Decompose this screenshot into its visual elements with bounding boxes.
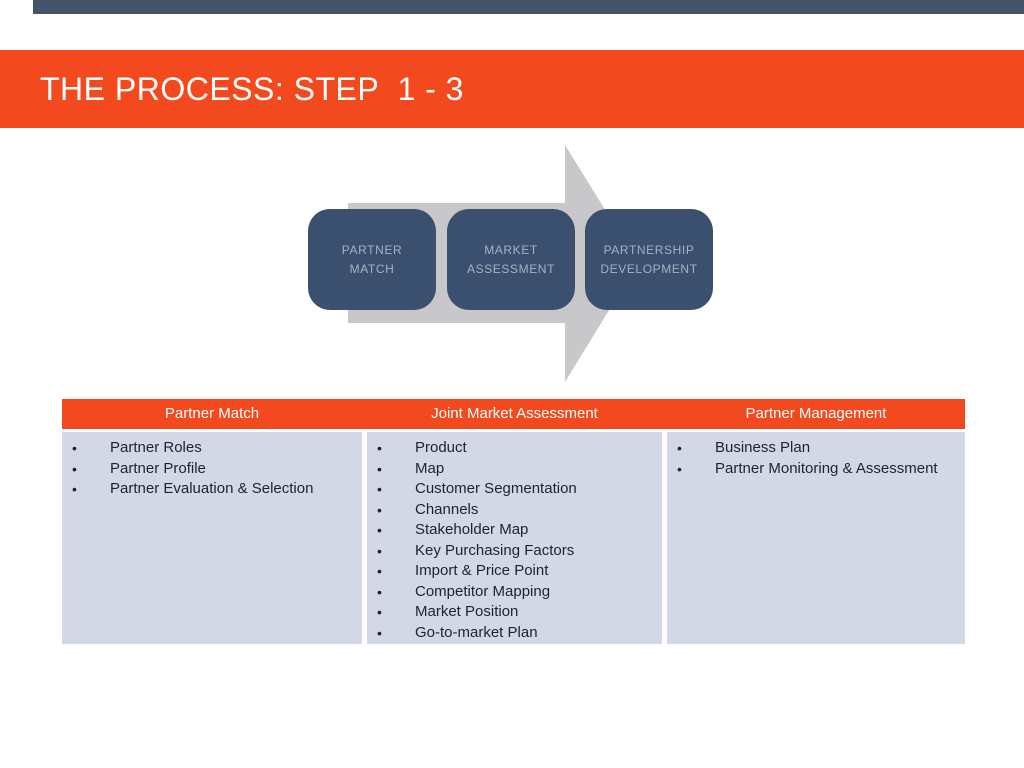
process-step-label: MARKET ASSESSMENT [466, 242, 556, 276]
list-item-text: Stakeholder Map [415, 521, 529, 538]
table-column-partner-management: • Business Plan • Partner Monitoring & A… [667, 432, 965, 644]
list-item-text: Channels [415, 500, 479, 518]
bullet-icon: • [377, 522, 382, 538]
list-item: • Competitor Mapping [367, 582, 662, 603]
bullet-icon: • [72, 440, 77, 456]
table-header-cell-joint-market-assessment: Joint Market Assessment [431, 405, 598, 422]
list-item-text: Map [415, 459, 445, 477]
list-item-text: Import & Price Point [415, 562, 549, 579]
list-item-text: Product [415, 439, 467, 456]
process-step-label: PARTNER MATCH [341, 242, 403, 276]
table-header-cell-partner-management: Partner Management [745, 405, 887, 422]
bullet-icon: • [377, 542, 382, 559]
list-item-text: Partner Evaluation & Selection [110, 480, 314, 497]
list-item-text: Key Purchasing Factors [415, 541, 575, 559]
process-step-box-partner-match: PARTNER MATCH [308, 209, 436, 310]
bullet-icon: • [377, 481, 382, 497]
list-item-text: Go-to-market Plan [415, 623, 538, 641]
table-header-row: Partner Match Joint Market Assessment Pa… [62, 399, 965, 429]
process-step-box-market-assessment: MARKET ASSESSMENT [447, 209, 575, 310]
list-item: • Partner Roles [62, 438, 362, 459]
list-item: • Partner Profile [62, 459, 362, 480]
bullet-icon: • [377, 501, 382, 518]
title-bar: THE PROCESS: STEP 1 - 3 [0, 50, 1024, 128]
list-item-text: Market Position [415, 603, 519, 620]
list-item: • Market Position [367, 602, 662, 623]
table-header-cell-partner-match: Partner Match [164, 405, 260, 422]
list-item: • Stakeholder Map [367, 520, 662, 541]
table-column-partner-match: • Partner Roles • Partner Profile • Part… [62, 432, 362, 644]
process-step-label: PARTNERSHIP DEVELOPMENT [600, 242, 698, 276]
list-item: • Product [367, 438, 662, 459]
bullet-icon: • [377, 460, 382, 477]
list-item: • Business Plan [667, 438, 965, 459]
list-item: • Import & Price Point [367, 561, 662, 582]
list-item: • Partner Monitoring & Assessment [667, 459, 965, 480]
bullet-icon: • [677, 460, 682, 477]
list-item-text: Partner Profile [110, 459, 206, 477]
table-column-joint-market-assessment: • Product • Map • Customer Segmentation … [367, 432, 662, 644]
bullet-icon: • [377, 563, 382, 579]
list-item: • Go-to-market Plan [367, 623, 662, 644]
list-item-text: Partner Roles [110, 439, 202, 456]
list-item-text: Partner Monitoring & Assessment [715, 459, 938, 477]
table-body: • Partner Roles • Partner Profile • Part… [62, 432, 965, 644]
bullet-icon: • [377, 583, 382, 600]
top-accent-bar [33, 0, 1024, 14]
bullet-icon: • [72, 460, 77, 477]
list-item: • Key Purchasing Factors [367, 541, 662, 562]
bullet-icon: • [377, 624, 382, 641]
list-item: • Map [367, 459, 662, 480]
bullet-icon: • [677, 440, 682, 456]
list-item: • Customer Segmentation [367, 479, 662, 500]
bullet-icon: • [72, 481, 77, 497]
bullet-icon: • [377, 604, 382, 620]
slide-title: THE PROCESS: STEP 1 - 3 [40, 70, 464, 107]
list-item: • Channels [367, 500, 662, 521]
list-item-text: Customer Segmentation [415, 480, 577, 497]
bullet-icon: • [377, 440, 382, 456]
list-item: • Partner Evaluation & Selection [62, 479, 362, 500]
list-item-text: Competitor Mapping [415, 582, 551, 600]
process-step-box-partnership-development: PARTNERSHIP DEVELOPMENT [585, 209, 713, 310]
list-item-text: Business Plan [715, 439, 811, 456]
